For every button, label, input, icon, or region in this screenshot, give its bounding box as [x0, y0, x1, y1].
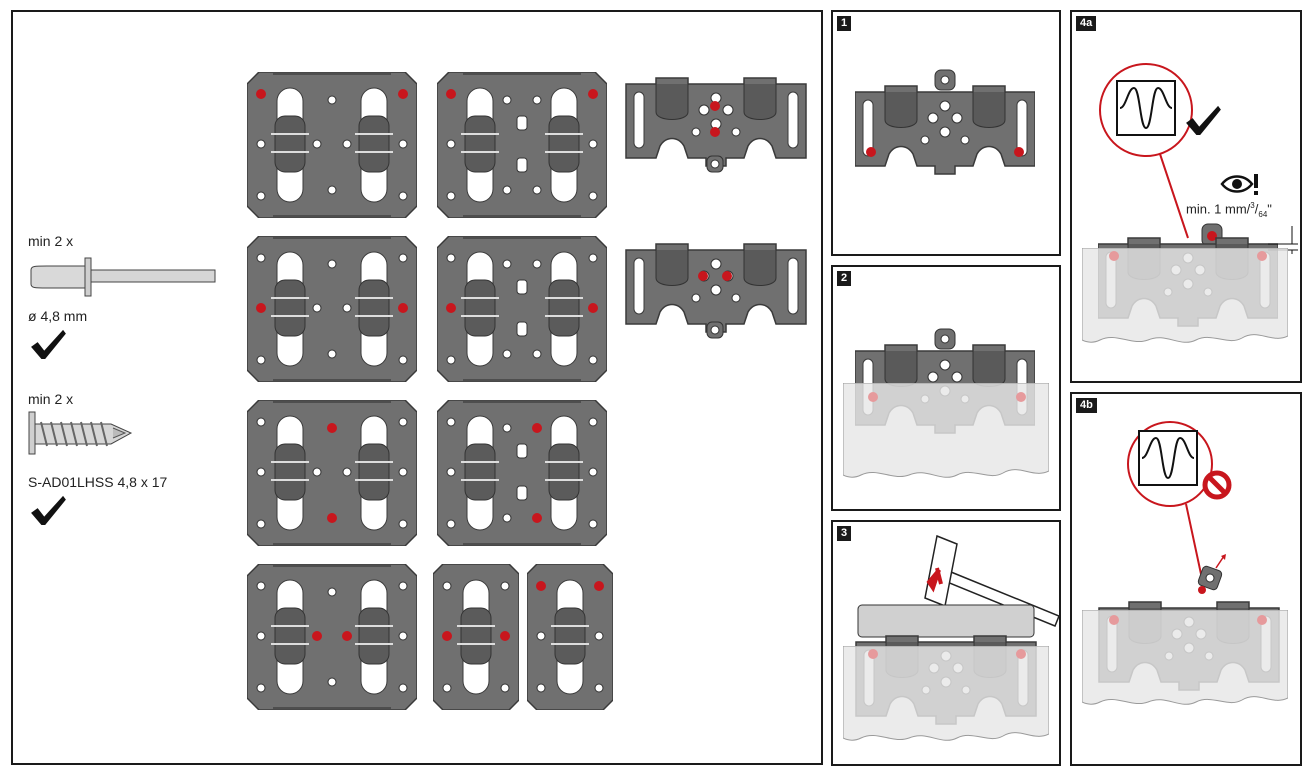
screw-icon — [28, 411, 133, 455]
mounting-plate — [437, 236, 607, 382]
step-2-panel: 2 — [831, 265, 1061, 511]
rail-bracket — [855, 69, 1035, 175]
substrate — [843, 646, 1049, 746]
min-distance-value: min. 1 mm — [1186, 201, 1247, 217]
step-number: 4b — [1076, 398, 1097, 413]
screw-quantity: min 2 x — [28, 391, 74, 407]
mounting-plate — [247, 400, 417, 546]
wave-icon — [1138, 430, 1198, 486]
rivet-diameter: ø 4,8 mm — [28, 308, 88, 324]
fraction-denominator: 64 — [1258, 209, 1268, 219]
step-3-panel: 3 — [831, 520, 1061, 766]
wave-icon — [1116, 80, 1176, 136]
detached-clip — [1197, 554, 1226, 594]
check-icon — [29, 328, 67, 360]
components-panel: min 2 x ø 4,8 mm min 2 x S-AD01LHSS 4,8 … — [11, 10, 823, 765]
min-distance-label: min. 1 mm/3/64" — [1186, 201, 1272, 219]
rail-bracket — [855, 328, 1035, 434]
mounting-plate — [437, 400, 607, 546]
step-number: 2 — [837, 271, 852, 286]
step-1-panel: 1 — [831, 10, 1061, 256]
substrate — [843, 383, 1049, 483]
narrow-plate — [433, 564, 519, 710]
punch-block — [857, 604, 1035, 638]
substrate — [1082, 248, 1288, 348]
step-number: 1 — [837, 16, 852, 31]
rail-bracket — [1098, 223, 1278, 327]
rail-bracket — [625, 76, 807, 173]
rivet-icon — [30, 257, 216, 297]
check-icon — [1184, 104, 1222, 136]
rivet-quantity: min 2 x — [28, 233, 74, 249]
substrate — [1082, 610, 1288, 710]
step-4b-panel: 4b — [1070, 392, 1302, 766]
mounting-plate — [247, 72, 417, 218]
mounting-plate — [247, 236, 417, 382]
mounting-plate — [247, 564, 417, 710]
narrow-plate — [527, 564, 613, 710]
mounting-plate — [437, 72, 607, 218]
rail-bracket — [625, 242, 807, 339]
step-number: 3 — [837, 526, 852, 541]
eye-icon — [1220, 174, 1258, 195]
check-icon — [29, 494, 67, 526]
step-number: 4a — [1076, 16, 1097, 31]
prohibited-icon — [1202, 470, 1232, 500]
fraction-numerator: 3 — [1250, 201, 1255, 210]
step-4a-panel: 4a min. 1 mm/3/64" — [1070, 10, 1302, 383]
unit-mark: " — [1267, 201, 1272, 217]
screw-code: S-AD01LHSS 4,8 x 17 — [28, 474, 168, 490]
